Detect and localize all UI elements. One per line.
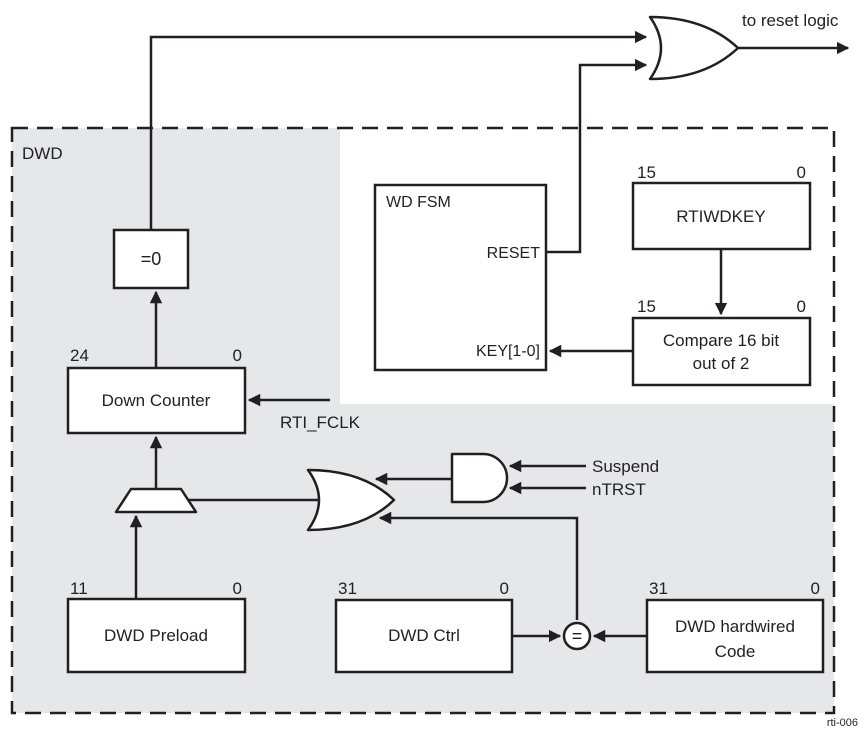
ntrst-label: nTRST <box>592 480 646 499</box>
dwd-preload-box <box>66 597 247 674</box>
dwd-hardwired-line1: DWD hardwired <box>675 617 795 636</box>
key-port-label: KEY[1-0] <box>476 343 540 360</box>
dwd-label: DWD <box>22 144 63 163</box>
dwd-hardwired-lsb: 0 <box>811 579 820 598</box>
compare-lsb: 0 <box>797 297 806 316</box>
figure-id: rti-006 <box>827 717 858 729</box>
dwd-preload-msb: 11 <box>70 579 88 598</box>
dwd-preload-lsb: 0 <box>233 579 242 598</box>
compare-box <box>631 316 812 387</box>
dwd-ctrl-box <box>334 598 514 674</box>
dwd-hardwired-line2: Code <box>715 642 756 661</box>
output-or-gate <box>648 15 740 81</box>
rti-fclk-label: RTI_FCLK <box>280 413 361 432</box>
down-counter-label: Down Counter <box>102 391 211 410</box>
dwd-ctrl-msb: 31 <box>338 579 357 598</box>
rtiwdkey-msb: 15 <box>637 163 656 182</box>
down-counter-lsb: 0 <box>233 346 242 365</box>
wd-fsm-title: WD FSM <box>386 194 451 211</box>
reset-logic-label: to reset logic <box>742 11 839 30</box>
eq-zero-label: =0 <box>141 249 162 269</box>
dwd-region-fill <box>12 128 834 713</box>
load-or-gate <box>306 468 396 532</box>
down-counter-msb: 24 <box>70 346 89 365</box>
load-mux <box>114 487 198 514</box>
dwd-hardwired-msb: 31 <box>649 579 668 598</box>
eq-zero-box <box>112 228 190 290</box>
equal-to-or-wire <box>378 511 579 620</box>
compare-msb: 15 <box>637 297 656 316</box>
dwd-hardwired-box <box>645 598 825 674</box>
reset-port-label: RESET <box>487 245 541 262</box>
dwd-ctrl-label: DWD Ctrl <box>388 626 460 645</box>
wd-fsm-box <box>373 183 548 372</box>
reset-to-or-wire <box>546 58 648 254</box>
suspend-and-gate <box>450 452 509 504</box>
compare-label-line1: Compare 16 bit <box>663 331 780 350</box>
compare-label-line2: out of 2 <box>693 354 750 373</box>
suspend-label: Suspend <box>592 457 659 476</box>
equality-sign: = <box>572 626 583 646</box>
dwd-preload-label: DWD Preload <box>104 626 208 645</box>
rtiwdkey-lsb: 0 <box>797 163 806 182</box>
rtiwdkey-label: RTIWDKEY <box>676 207 765 226</box>
eq-zero-to-or-wire <box>149 30 648 230</box>
equality-comparator <box>562 621 592 651</box>
dwd-region-border <box>10 126 836 715</box>
dwd-ctrl-lsb: 0 <box>500 579 509 598</box>
